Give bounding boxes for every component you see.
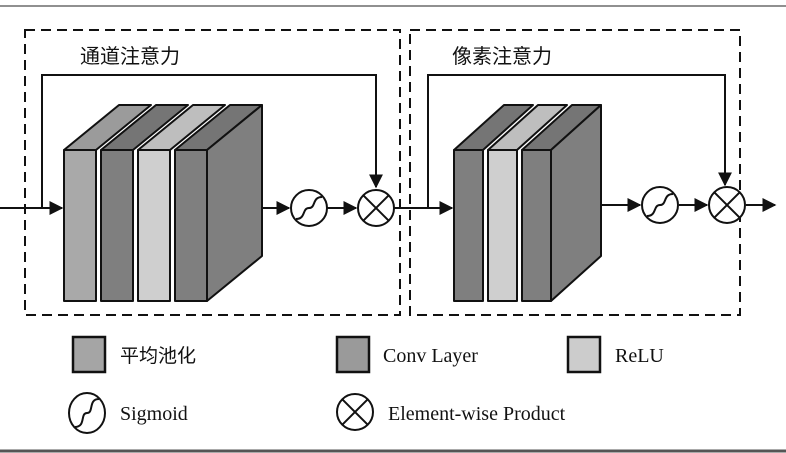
sigmoid-icon (290, 189, 328, 227)
legend-item-pool: 平均池化 (71, 335, 196, 374)
channel-attention-title: 通道注意力 (80, 44, 180, 68)
conv-layer-front (453, 149, 484, 302)
skip-connection-2 (427, 74, 732, 208)
conv-layer-front (521, 149, 552, 302)
conv-swatch-icon (335, 335, 371, 374)
sigmoid-icon (641, 186, 679, 224)
conv-layer-front (174, 149, 208, 302)
legend-label-relu: ReLU (615, 345, 664, 367)
legend-label-sigmoid: Sigmoid (120, 403, 188, 425)
channel-attention-layer-stack (63, 104, 263, 302)
legend-label-conv: Conv Layer (383, 345, 478, 367)
legend-item-conv: Conv Layer (335, 335, 478, 374)
legend-item-product: Element-wise Product (336, 393, 566, 431)
channel-attention-box (24, 29, 401, 316)
legend-label-product: Element-wise Product (388, 403, 566, 425)
pool-layer-front (63, 149, 97, 302)
pixel-attention-title: 像素注意力 (452, 44, 552, 68)
conv-layer-front (100, 149, 134, 302)
element-wise-product-icon (357, 189, 395, 227)
skip-connection-1 (41, 74, 383, 208)
pixel-attention-box (409, 29, 741, 316)
relu-layer-front (487, 149, 518, 302)
relu-swatch-icon (566, 335, 602, 374)
element-wise-product-icon (708, 186, 746, 224)
legend: 平均池化 Conv Layer ReLU Sigmoid Element-wis… (68, 335, 664, 434)
element-wise-product-icon (336, 393, 374, 431)
legend-item-relu: ReLU (566, 335, 664, 374)
sigmoid-icon (68, 392, 106, 434)
legend-label-pool: 平均池化 (120, 345, 196, 367)
pool-swatch-icon (71, 335, 107, 374)
legend-item-sigmoid: Sigmoid (68, 392, 188, 434)
pixel-attention-layer-stack (453, 104, 602, 302)
relu-layer-front (137, 149, 171, 302)
